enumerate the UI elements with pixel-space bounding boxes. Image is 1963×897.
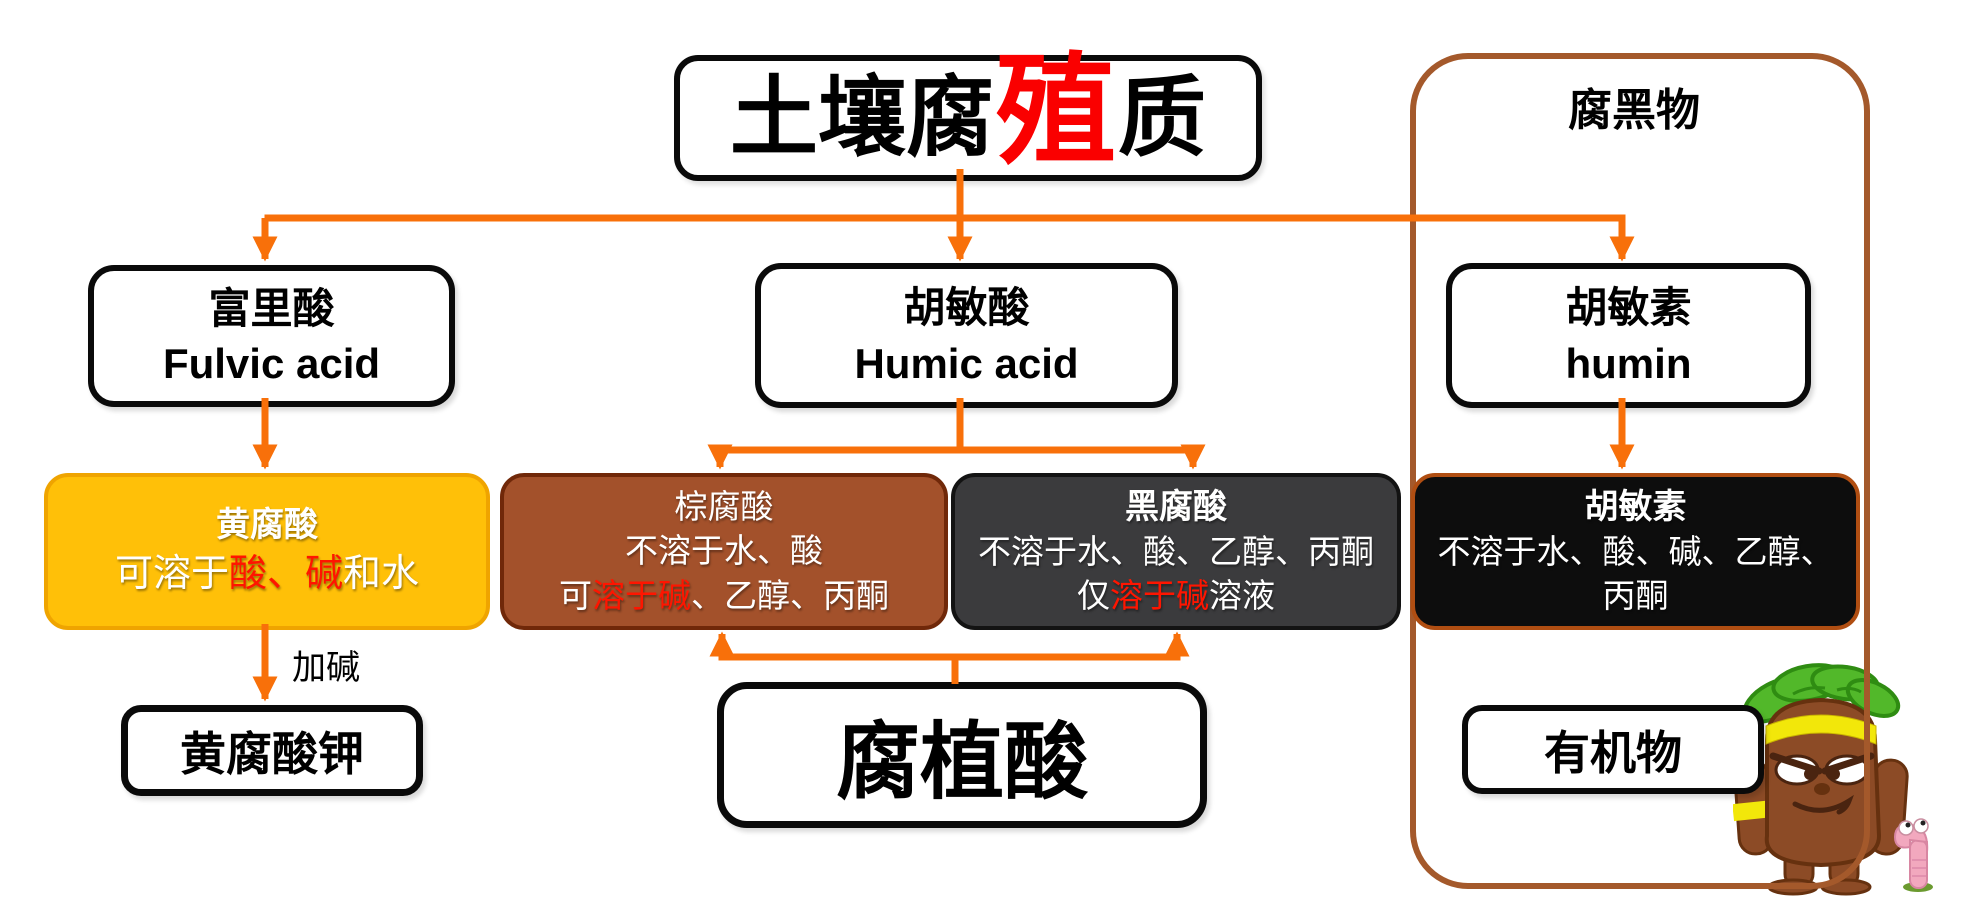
node-humic-acid: 胡敏酸 Humic acid — [755, 263, 1178, 408]
brown-l3-post: 、乙醇、丙酮 — [691, 576, 889, 614]
pink-worm-mascot — [1893, 818, 1933, 892]
title-text-highlight: 殖 — [996, 44, 1116, 178]
node-humin: 胡敏素 humin — [1446, 263, 1811, 408]
yellow-sol-post: 和水 — [343, 552, 420, 595]
add-alkali-label: 加碱 — [292, 649, 360, 687]
dark-line3: 仅溶于碱溶液 — [1077, 574, 1275, 618]
node-humic-acid-big: 腐植酸 — [717, 682, 1207, 828]
yellow-title: 黄腐酸 — [216, 506, 318, 545]
humin-en: humin — [1565, 339, 1692, 387]
brown-l3-red: 溶于碱 — [592, 576, 691, 614]
pill-black-humic: 黑腐酸 不溶于水、酸、乙醇、丙酮 仅溶于碱溶液 — [951, 473, 1401, 630]
node-fulvic-acid: 富里酸 Fulvic acid — [88, 265, 455, 407]
brown-line3: 可溶于碱、乙醇、丙酮 — [559, 574, 889, 618]
black-line2: 不溶于水、酸、碱、乙醇、 — [1437, 533, 1834, 571]
dark-title: 黑腐酸 — [1125, 487, 1227, 526]
humic-zh: 胡敏酸 — [903, 284, 1030, 332]
humic-acid-big-label: 腐植酸 — [835, 714, 1088, 809]
fulvic-zh: 富里酸 — [208, 284, 335, 332]
humin-zh: 胡敏素 — [1565, 284, 1692, 332]
node-organic-matter: 有机物 — [1462, 705, 1764, 794]
pill-humin-black: 胡敏素 不溶于水、酸、碱、乙醇、 丙酮 — [1411, 473, 1860, 630]
title-text-post: 质 — [1118, 68, 1207, 167]
dark-l3-red: 溶于碱 — [1110, 577, 1209, 615]
dark-l3-post: 溶液 — [1209, 577, 1275, 615]
pill-yellow-fulvic: 黄腐酸 可溶于酸、碱和水 — [44, 473, 490, 630]
yellow-sol-red: 酸、碱 — [228, 552, 343, 595]
potassium-label: 黄腐酸钾 — [180, 727, 364, 780]
main-title-box: 土壤腐 殖 质 — [674, 44, 1262, 181]
black-line3: 丙酮 — [1602, 577, 1669, 615]
black-title: 胡敏素 — [1584, 487, 1687, 526]
yellow-headband — [1765, 714, 1877, 745]
yellow-sol-pre: 可溶于 — [114, 552, 229, 595]
brown-l3-pre: 可 — [559, 576, 592, 614]
region-title: 腐黑物 — [1568, 86, 1700, 135]
fulvic-en: Fulvic acid — [162, 340, 381, 387]
dark-line2: 不溶于水、酸、乙醇、丙酮 — [978, 533, 1374, 571]
brown-line2: 不溶于水、酸 — [625, 532, 823, 570]
yellow-solubility: 可溶于酸、碱和水 — [115, 549, 419, 600]
dark-l3-pre: 仅 — [1077, 577, 1110, 615]
organic-label: 有机物 — [1544, 726, 1682, 779]
pill-brown-humic: 棕腐酸 不溶于水、酸 可溶于碱、乙醇、丙酮 — [500, 473, 948, 630]
brown-title: 棕腐酸 — [674, 488, 774, 526]
node-potassium-fulvate: 黄腐酸钾 — [121, 705, 423, 796]
yellow-armband — [1733, 799, 1776, 822]
title-text-pre: 土壤腐 — [729, 68, 994, 167]
humic-en: Humic acid — [854, 339, 1079, 387]
